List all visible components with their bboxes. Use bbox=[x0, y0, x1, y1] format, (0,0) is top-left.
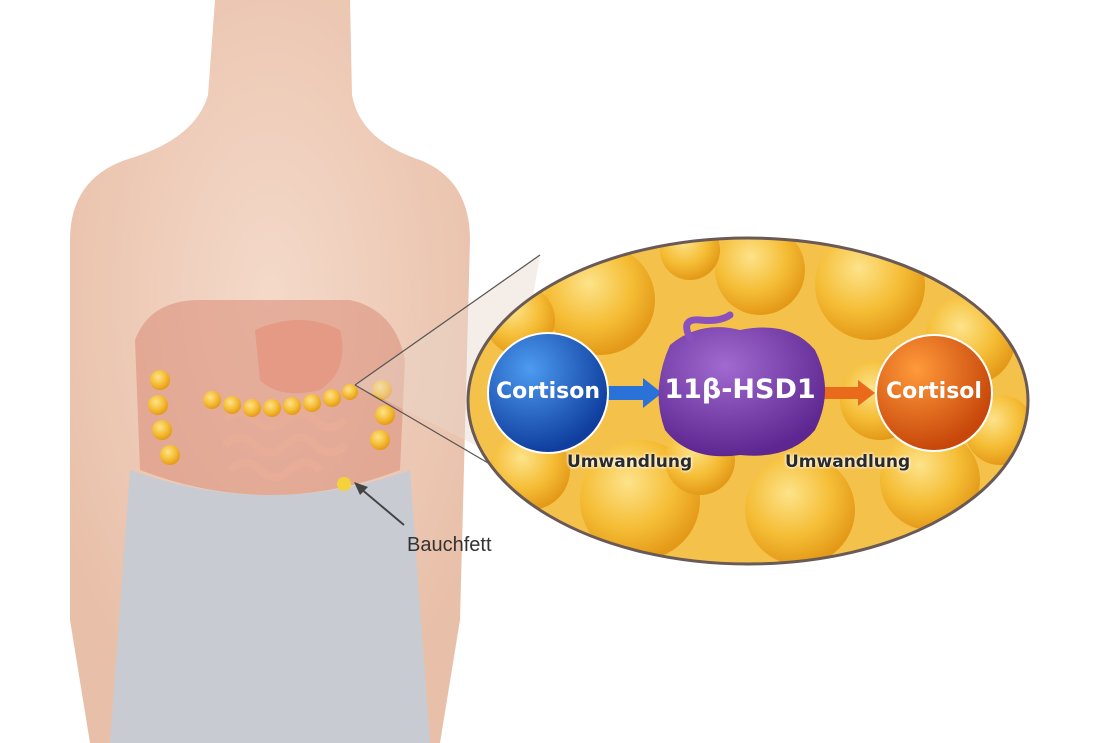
enzyme-blob bbox=[658, 327, 825, 457]
trousers bbox=[110, 470, 430, 743]
conversion-label-2: Umwandlung bbox=[785, 452, 911, 472]
cortisol-molecule bbox=[875, 334, 993, 452]
abdominal-fat bbox=[148, 370, 395, 491]
cortison-molecule bbox=[487, 332, 609, 454]
cortisol-label: Cortisol bbox=[886, 379, 982, 404]
conversion-arrow-1 bbox=[605, 378, 662, 408]
enzyme-label: 11β-HSD1 bbox=[664, 374, 816, 405]
pointer-arrow bbox=[359, 487, 405, 526]
conversion-label-1: Umwandlung bbox=[567, 452, 693, 472]
torso bbox=[70, 0, 470, 743]
stomach bbox=[255, 320, 343, 394]
cortison-label: Cortison bbox=[495, 379, 601, 404]
conversion-arrow-2 bbox=[822, 380, 875, 406]
belly-fat-label: Bauchfett bbox=[407, 534, 492, 556]
